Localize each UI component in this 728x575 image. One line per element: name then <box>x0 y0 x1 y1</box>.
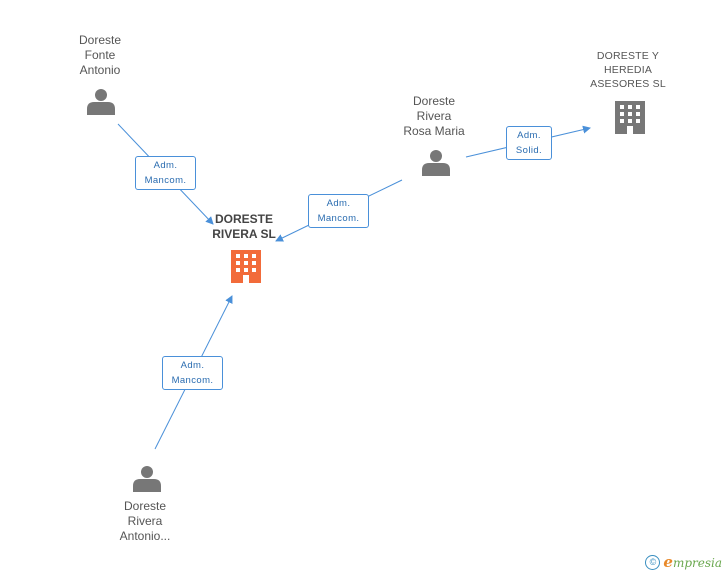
person-label-rosa[interactable]: Doreste Rivera Rosa Maria <box>403 94 465 138</box>
footer-credit: © empresia <box>645 553 722 571</box>
person-label-fonte[interactable]: Doreste Fonte Antonio <box>78 33 122 77</box>
person-icon[interactable] <box>133 466 161 492</box>
relation-label-rosa-heredia[interactable]: Adm. Solid. <box>506 126 552 160</box>
building-icon-heredia[interactable] <box>615 101 645 134</box>
relation-label-rosa-main[interactable]: Adm. Mancom. <box>308 194 369 228</box>
relation-label-antonio-main[interactable]: Adm. Mancom. <box>162 356 223 390</box>
person-label-antonio[interactable]: Doreste Rivera Antonio... <box>119 499 171 543</box>
empresia-logo[interactable]: empresia <box>663 553 722 571</box>
person-icon[interactable] <box>422 150 450 176</box>
copyright-icon: © <box>645 554 661 570</box>
company-label-main[interactable]: DORESTE RIVERA SL <box>212 212 276 241</box>
relation-label-fonte-main[interactable]: Adm. Mancom. <box>135 156 196 190</box>
building-icon-main[interactable] <box>231 250 261 283</box>
person-icon[interactable] <box>87 89 115 115</box>
company-label-heredia[interactable]: DORESTE Y HEREDIA ASESORES SL <box>590 50 666 90</box>
